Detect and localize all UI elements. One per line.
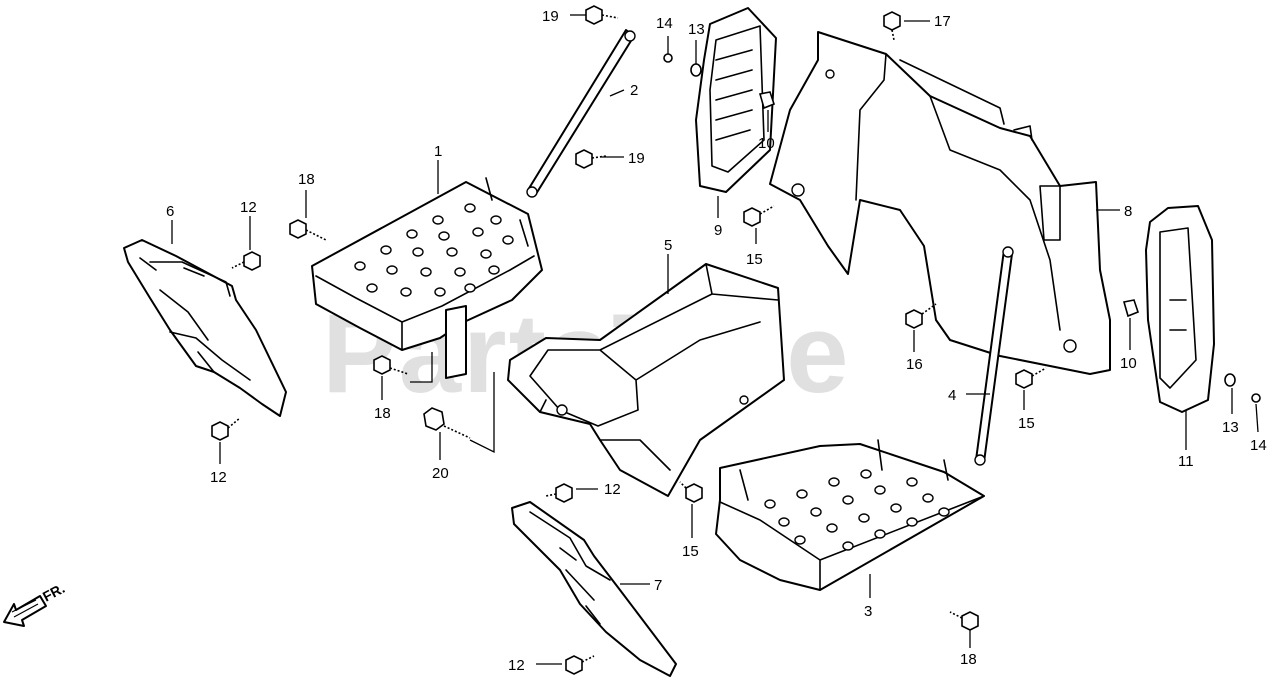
bolt-15-upper xyxy=(743,205,775,227)
part-11-right-panel xyxy=(1145,205,1215,413)
callout-15: 15 xyxy=(746,251,763,268)
part-6-left-panel xyxy=(123,239,287,417)
bolt-15-center xyxy=(679,481,703,503)
callout-9: 9 xyxy=(714,222,722,239)
bolt-18-lower xyxy=(949,611,979,631)
callout-2: 2 xyxy=(630,82,638,99)
part-2-stay-rod xyxy=(526,29,636,198)
bolt-18-mid xyxy=(373,355,409,375)
bolt-12-lower xyxy=(565,655,595,675)
bolt-15-right xyxy=(1015,367,1047,389)
callout-14: 14 xyxy=(1250,437,1267,454)
callout-12: 12 xyxy=(508,657,525,674)
callout-19: 19 xyxy=(628,150,645,167)
part-9-grille xyxy=(695,7,777,193)
callout-6: 6 xyxy=(166,203,174,220)
callout-18: 18 xyxy=(298,171,315,188)
callout-20: 20 xyxy=(432,465,449,482)
bolt-16 xyxy=(905,303,937,329)
callout-12: 12 xyxy=(240,199,257,216)
part-1-holes xyxy=(354,203,514,297)
part-3-holes xyxy=(764,469,950,551)
callout-19: 19 xyxy=(542,8,559,25)
assembly-guides xyxy=(410,352,495,454)
callout-18: 18 xyxy=(960,651,977,668)
callout-13: 13 xyxy=(1222,419,1239,436)
screw-14-right xyxy=(1251,393,1261,403)
callout-8: 8 xyxy=(1124,203,1132,220)
callout-5: 5 xyxy=(664,237,672,254)
bolt-12-upper xyxy=(231,251,261,271)
washer-13-upper xyxy=(690,63,702,77)
callout-11: 11 xyxy=(1178,453,1194,470)
callout-15: 15 xyxy=(682,543,699,560)
part-5-center-tunnel xyxy=(507,263,785,497)
bolt-19-upper xyxy=(585,5,619,25)
callout-14: 14 xyxy=(656,15,673,32)
callout-15: 15 xyxy=(1018,415,1035,432)
clip-10-upper xyxy=(758,91,775,110)
callout-3: 3 xyxy=(864,603,872,620)
bolt-12-center xyxy=(545,483,573,503)
washer-13-right xyxy=(1224,373,1236,387)
front-direction-indicator: FR. xyxy=(3,580,67,627)
bolt-12-left xyxy=(211,417,241,441)
callout-10: 10 xyxy=(758,135,775,152)
bolt-17 xyxy=(883,11,901,41)
callout-4: 4 xyxy=(948,387,956,404)
bolt-19-mid xyxy=(575,149,607,169)
screw-14-upper xyxy=(663,53,673,63)
part-7-lower-panel xyxy=(511,501,677,677)
callout-7: 7 xyxy=(654,577,662,594)
leader-lines xyxy=(171,14,1259,665)
callout-12: 12 xyxy=(210,469,227,486)
part-4-stay-rod xyxy=(974,246,1014,466)
callout-1: 1 xyxy=(434,143,442,160)
callout-labels: 19 2 14 13 17 10 19 1 18 9 8 6 12 15 5 1… xyxy=(166,8,1267,674)
callout-18: 18 xyxy=(374,405,391,422)
callout-13: 13 xyxy=(688,21,705,38)
callout-10: 10 xyxy=(1120,355,1137,372)
bolt-18-upper xyxy=(289,219,327,241)
part-8-rear-body xyxy=(769,31,1111,375)
clip-10-right xyxy=(1122,299,1139,318)
bolt-20 xyxy=(423,407,471,439)
callout-17: 17 xyxy=(934,13,951,30)
callout-16: 16 xyxy=(906,356,923,373)
part-1-upper-floorboard xyxy=(311,177,543,379)
callout-12: 12 xyxy=(604,481,621,498)
